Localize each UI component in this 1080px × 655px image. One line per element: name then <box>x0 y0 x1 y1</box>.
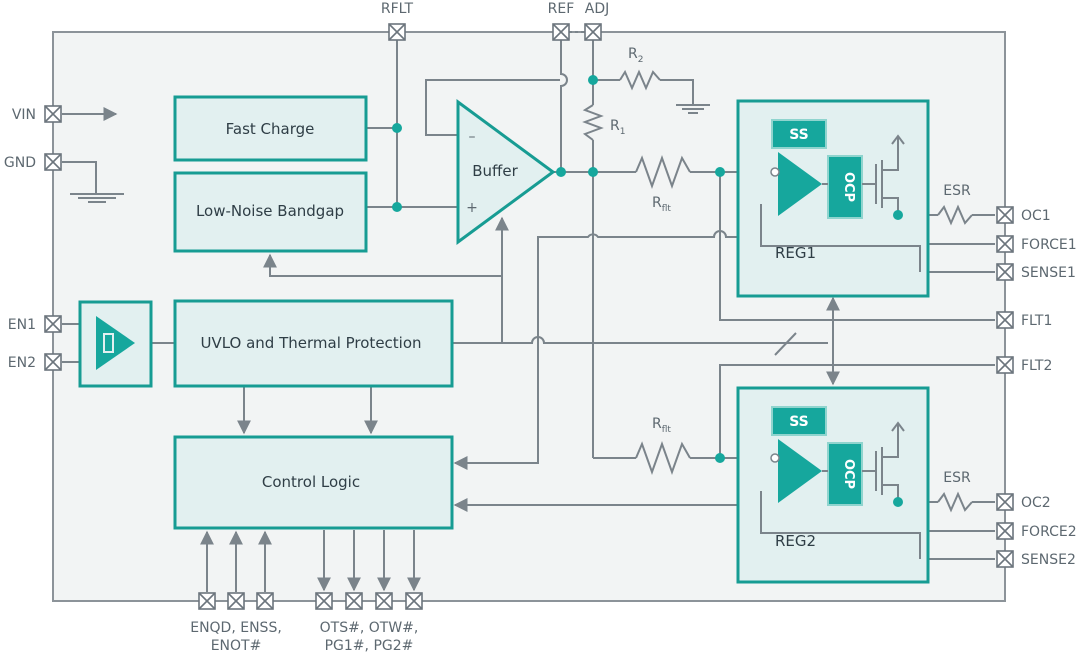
pin-group-left-line2: ENOT# <box>211 638 262 654</box>
pin-en1-label: EN1 <box>8 317 36 333</box>
uvlo-block: UVLO and Thermal Protection <box>173 299 454 388</box>
fast-charge-block: Fast Charge <box>173 95 368 162</box>
svg-text:Fast Charge: Fast Charge <box>226 120 315 138</box>
svg-text:R2: R2 <box>628 46 643 65</box>
pin-labels: RFLT REF ADJ VIN GND EN1 EN2 OC1 FORCE1 … <box>4 1 1077 654</box>
svg-text:Buffer: Buffer <box>472 162 518 180</box>
wires <box>62 31 995 592</box>
svg-text:R1: R1 <box>610 118 625 137</box>
svg-text:+: + <box>466 200 478 216</box>
svg-text:OCP: OCP <box>841 459 856 489</box>
svg-text:ESR: ESR <box>943 470 971 486</box>
pin-group-right-line2: PG1#, PG2# <box>325 638 414 654</box>
pin-group-left-line1: ENQD, ENSS, <box>190 620 282 636</box>
control-logic-block: Control Logic <box>173 435 454 530</box>
pin-force2-label: FORCE2 <box>1021 524 1077 540</box>
svg-text:OCP: OCP <box>841 172 856 202</box>
pin-rflt-label: RFLT <box>381 1 414 17</box>
pin-sense2-label: SENSE2 <box>1021 552 1076 568</box>
svg-text:Rflt: Rflt <box>652 416 671 435</box>
pin-sense1-label: SENSE1 <box>1021 265 1076 281</box>
pin-oc2-label: OC2 <box>1021 495 1051 511</box>
svg-text:ESR: ESR <box>943 183 971 199</box>
svg-text:UVLO and Thermal Protection: UVLO and Thermal Protection <box>200 334 421 352</box>
pin-oc1-label: OC1 <box>1021 208 1051 224</box>
pin-en2-label: EN2 <box>8 355 36 371</box>
pin-force1-label: FORCE1 <box>1021 237 1077 253</box>
svg-text:SS: SS <box>789 127 809 143</box>
svg-text:Rflt: Rflt <box>652 195 671 214</box>
pin-adj-label: ADJ <box>585 1 610 17</box>
svg-text:REG2: REG2 <box>775 532 816 550</box>
junction-dots <box>392 75 725 463</box>
buffer-amplifier: Buffer – + <box>456 99 556 245</box>
pin-gnd-label: GND <box>4 155 36 171</box>
pin-flt2-label: FLT2 <box>1021 358 1052 374</box>
pin-flt1-label: FLT1 <box>1021 313 1052 329</box>
pin-vin-label: VIN <box>12 107 36 123</box>
component-labels: R2 R1 Rflt Rflt ESR ESR <box>610 46 971 486</box>
reg1-block: SS OCP REG1 <box>736 99 930 298</box>
svg-text:–: – <box>469 129 476 145</box>
pin-group-right-line1: OTS#, OTW#, <box>320 620 419 636</box>
svg-text:SS: SS <box>789 414 809 430</box>
bandgap-block: Low-Noise Bandgap <box>173 171 368 253</box>
svg-text:REG1: REG1 <box>775 244 816 262</box>
pin-ref-label: REF <box>548 1 575 17</box>
enable-comparator-block <box>78 300 153 388</box>
reg2-block: SS OCP REG2 <box>736 386 930 584</box>
svg-text:Control Logic: Control Logic <box>262 473 360 491</box>
svg-text:Low-Noise Bandgap: Low-Noise Bandgap <box>196 202 344 220</box>
